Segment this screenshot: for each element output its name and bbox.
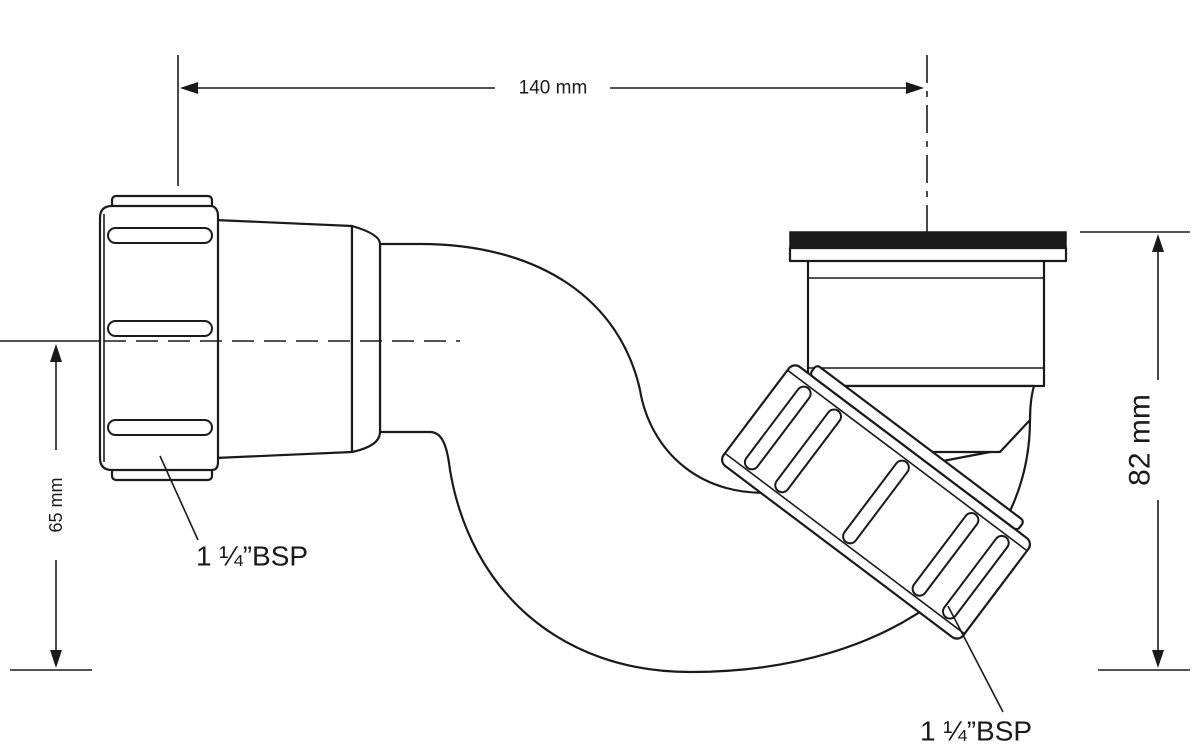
right-nut-rib-1 [774,408,842,494]
left-arrow-top [50,344,62,362]
left-taper [213,218,354,460]
left-nut [98,204,220,472]
height-right-label: 82 mm [1124,394,1157,486]
left-inlet [98,194,382,482]
width-arrow-right [906,82,924,94]
width-dimension: 140 mm [177,55,924,186]
left-arrow-bottom [50,650,62,668]
outlet-fitting [788,231,1068,454]
height-dimension-right: 82 mm [1080,231,1190,671]
left-connection-callout: 1 ¼”BSP [159,455,308,572]
height-left-label: 65 mm [46,477,66,532]
left-leader-line [159,455,199,541]
width-label: 140 mm [519,78,588,99]
right-nut-rib-3 [911,512,980,597]
outlet-seal [789,231,1067,249]
right-connection-label: 1 ¼”BSP [920,716,1032,747]
left-connection-label: 1 ¼”BSP [196,541,308,572]
left-nut-rib-1 [107,227,213,244]
left-spigot [350,224,382,454]
height-dimension-left: 65 mm [10,344,92,671]
right-nut-rib-2 [842,459,910,545]
outlet-collar [806,258,1046,388]
right-connection-callout: 1 ¼”BSP [920,605,1032,747]
width-arrow-left [180,82,198,94]
outlet-flange [788,246,1068,263]
right-nut [720,364,1032,640]
right-arrow-top [1152,234,1164,252]
left-nut-rib-3 [107,419,213,436]
right-arrow-bottom [1152,650,1164,668]
left-nut-rib-2 [107,320,213,337]
right-leader-line [947,605,1004,713]
